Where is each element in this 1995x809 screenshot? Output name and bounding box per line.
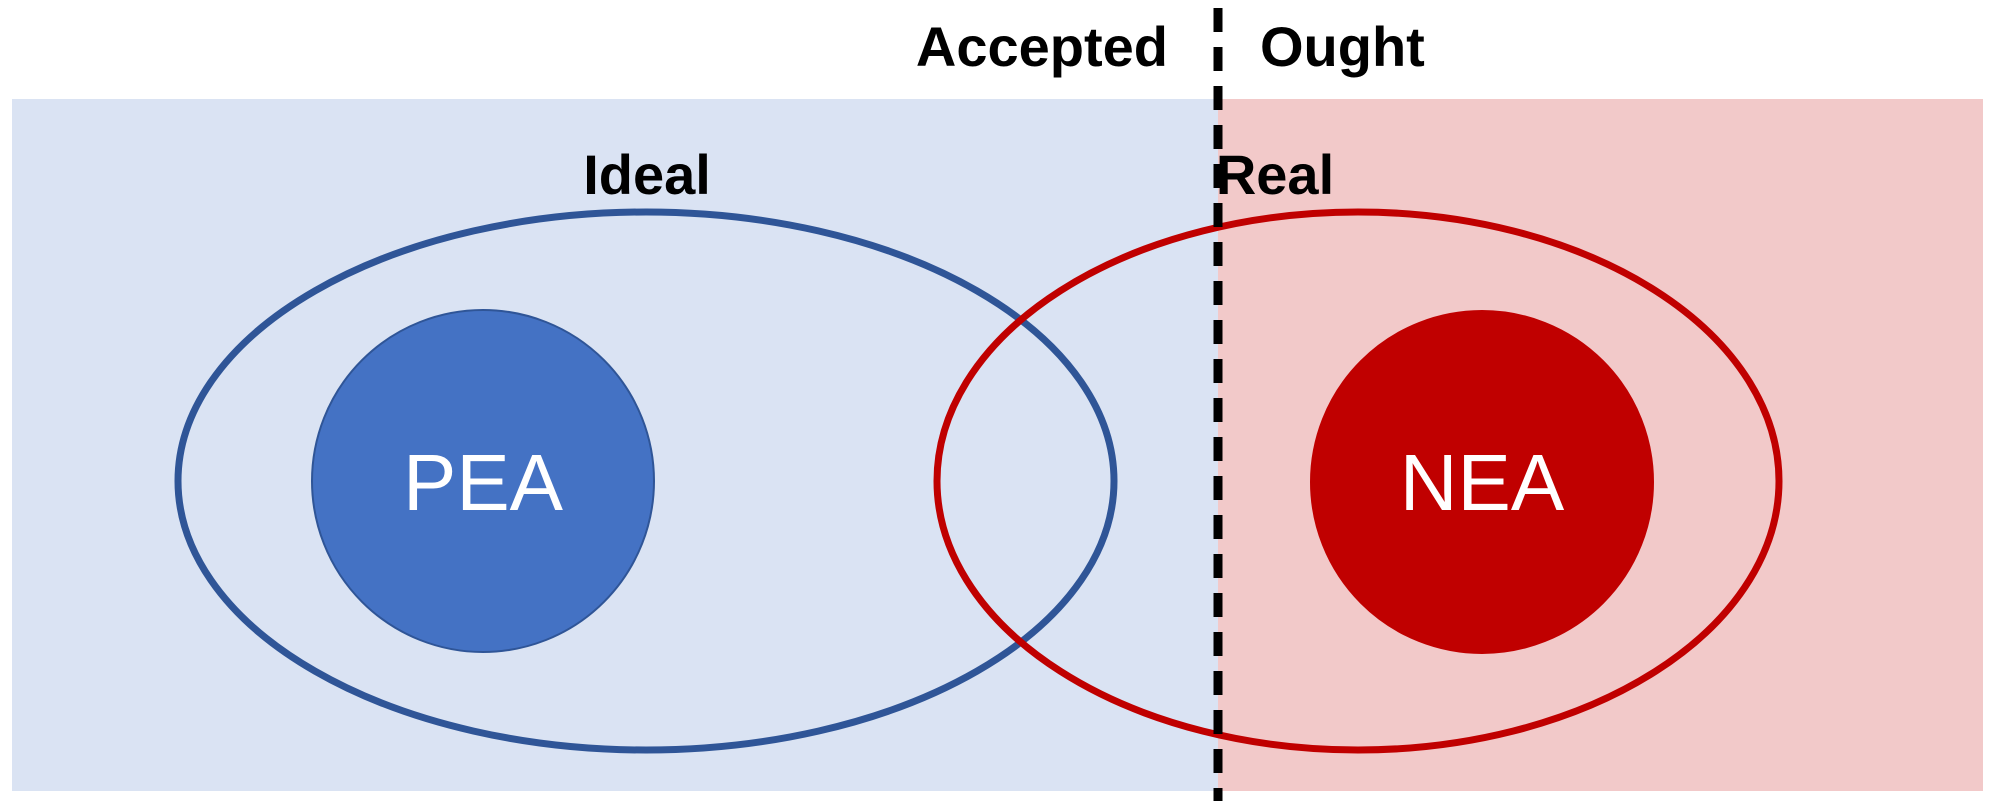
ideal-label: Ideal bbox=[583, 143, 711, 206]
real-label: Real bbox=[1216, 143, 1334, 206]
nea-label: NEA bbox=[1400, 438, 1565, 527]
nea-circle bbox=[1310, 310, 1654, 654]
accepted-label: Accepted bbox=[916, 15, 1168, 78]
pea-circle bbox=[311, 309, 655, 653]
pea-label: PEA bbox=[403, 438, 564, 527]
real-ellipse bbox=[933, 208, 1783, 754]
ideal-ellipse bbox=[174, 208, 1118, 754]
ought-label: Ought bbox=[1260, 15, 1425, 78]
